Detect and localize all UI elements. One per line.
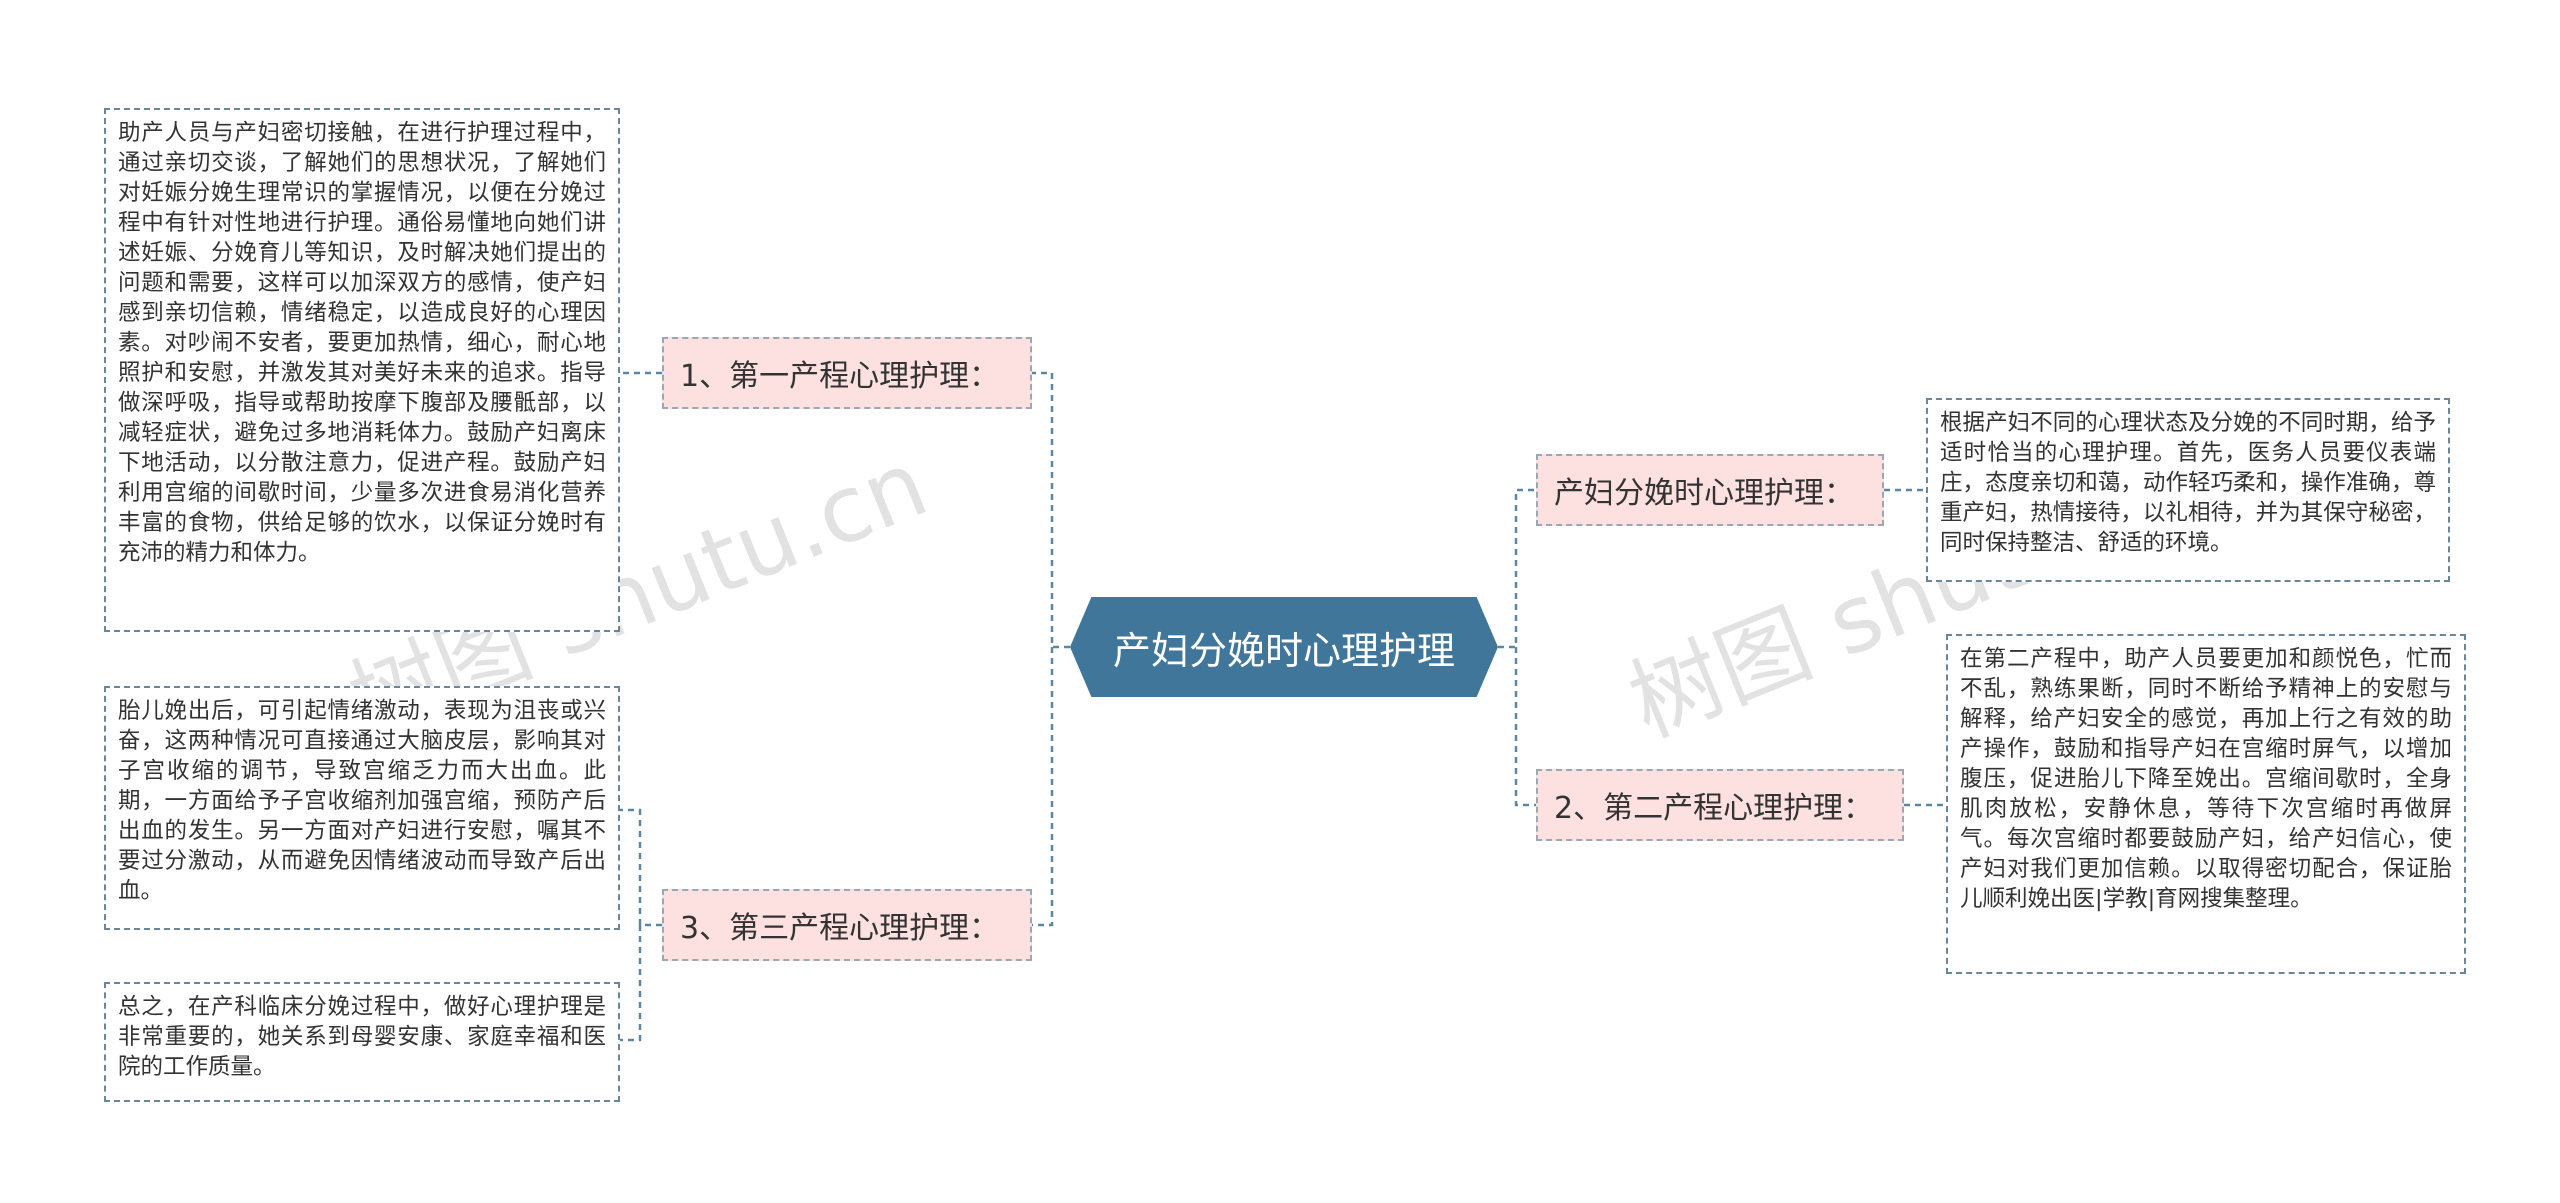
branch-first-stage[interactable]: 1、第一产程心理护理： (662, 337, 1032, 409)
leaf-summary-text: 总之，在产科临床分娩过程中，做好心理护理是非常重要的，她关系到母婴安康、家庭幸福… (104, 982, 620, 1102)
branch-general[interactable]: 产妇分娩时心理护理： (1536, 454, 1884, 526)
branch-third-stage[interactable]: 3、第三产程心理护理： (662, 889, 1032, 961)
leaf-general-text: 根据产妇不同的心理状态及分娩的不同时期，给予适时恰当的心理护理。首先，医务人员要… (1926, 398, 2450, 582)
central-topic[interactable]: 产妇分娩时心理护理 (1070, 597, 1498, 697)
leaf-third-stage-text: 胎儿娩出后，可引起情绪激动，表现为沮丧或兴奋，这两种情况可直接通过大脑皮层，影响… (104, 686, 620, 930)
leaf-second-stage-text: 在第二产程中，助产人员要更加和颜悦色，忙而不乱，熟练果断，同时不断给予精神上的安… (1946, 634, 2466, 974)
leaf-first-stage-text: 助产人员与产妇密切接触，在进行护理过程中，通过亲切交谈，了解她们的思想状况，了解… (104, 108, 620, 632)
branch-second-stage[interactable]: 2、第二产程心理护理： (1536, 769, 1904, 841)
